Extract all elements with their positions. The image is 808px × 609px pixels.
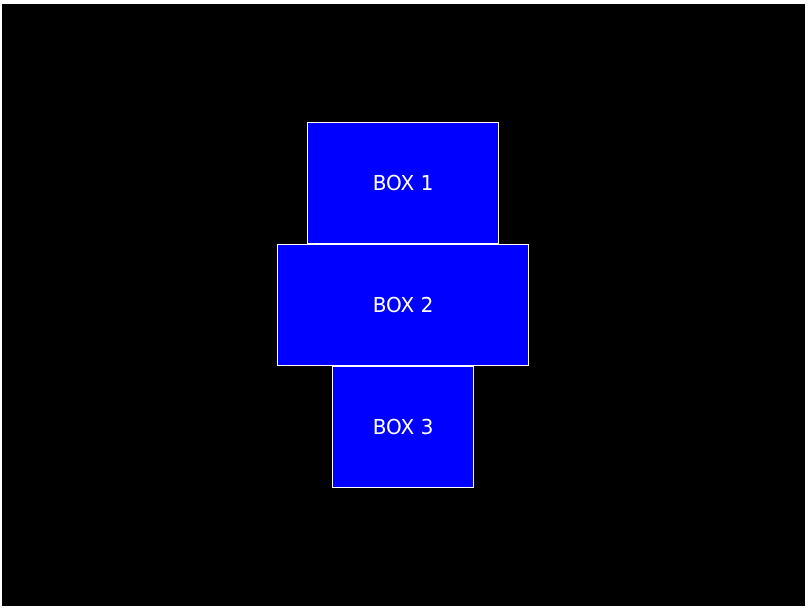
box-1: BOX 1 xyxy=(307,122,499,244)
app-window: BOX 1 BOX 2 BOX 3 xyxy=(2,4,805,606)
box-3-label: BOX 3 xyxy=(372,415,434,439)
box-2-label: BOX 2 xyxy=(372,293,434,317)
box-2: BOX 2 xyxy=(277,244,529,366)
box-3: BOX 3 xyxy=(332,366,474,488)
box-1-label: BOX 1 xyxy=(372,171,434,195)
